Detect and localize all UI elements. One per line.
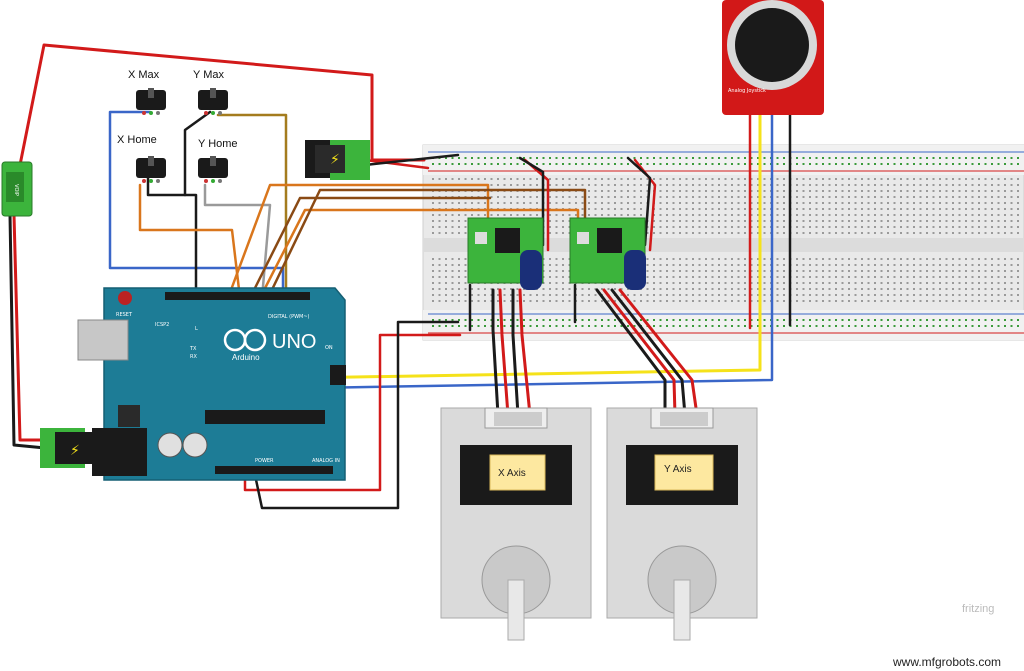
- fritzing-ghost: fritzing: [962, 603, 994, 615]
- label-x-home: X Home: [117, 134, 157, 146]
- bolt-icon: ⚡: [330, 152, 340, 168]
- analog-joystick: Analog Joystick: [722, 0, 824, 115]
- on-label: ON: [325, 345, 333, 351]
- power-label: POWER: [255, 458, 274, 464]
- black-wire-regulator-to-lower-jack: [8, 213, 47, 450]
- stepper-driver-x: [467, 217, 544, 290]
- stepper-driver-y: [569, 217, 646, 290]
- reset-label: RESET: [116, 312, 133, 318]
- switch-y-max: [198, 88, 228, 115]
- black-wire-jack-to-rail: [363, 153, 460, 167]
- watermark-text: www.mfgrobots.com: [892, 655, 1001, 669]
- digital-label: DIGITAL (PWM~): [268, 314, 310, 320]
- switch-y-home: [198, 156, 228, 183]
- olive-wire-y-max: [216, 113, 288, 300]
- motor-x-wire-black-1: [491, 288, 500, 417]
- red-wire-driver-y-vmot: [633, 158, 657, 252]
- rx-label: RX: [190, 354, 197, 360]
- label-y-home: Y Home: [198, 138, 238, 150]
- motor-y-wire-black-1: [595, 288, 667, 417]
- switch-x-max: [136, 88, 166, 115]
- brown-wire-x-dir: [248, 196, 492, 300]
- stepper-motor-y: Y Axis: [606, 407, 758, 641]
- bolt-icon: ⚡: [70, 443, 80, 459]
- orange-wire-x-step: [226, 183, 490, 300]
- arduino-uno: RESET ICSP2 L TX RX ON DIGITAL (PWM~) PO…: [77, 287, 346, 481]
- red-wire-arduino-5v: [243, 333, 462, 492]
- motor-y-wire-black-2: [610, 288, 687, 417]
- red-wire-regulator-to-jack: [18, 43, 426, 167]
- motor-x-wire-black-2: [511, 288, 520, 417]
- black-wire-arduino-gnd: [253, 320, 460, 510]
- motor-y-label: Y Axis: [664, 464, 692, 475]
- red-wire-regulator-to-lower-jack: [12, 213, 47, 442]
- regulator-label: VOIP: [13, 184, 19, 196]
- red-wire-jack-to-rail: [363, 158, 430, 170]
- motor-x-label: X Axis: [498, 468, 526, 479]
- orange-wire-x-home-signal: [138, 183, 242, 300]
- motor-x-wire-red-2: [518, 288, 532, 417]
- black-wire-driver-y-gnd: [626, 156, 652, 247]
- switch-x-home: [136, 156, 166, 183]
- limit-switches: X Max Y Max X Home Y Home: [117, 69, 238, 183]
- voltage-regulator: VOIP: [1, 161, 33, 217]
- arduino-text: Arduino: [232, 353, 260, 362]
- gray-wire-y-home: [203, 183, 272, 300]
- label-x-max: X Max: [128, 69, 160, 81]
- label-y-max: Y Max: [193, 69, 224, 81]
- uno-text: UNO: [272, 331, 316, 353]
- motor-y-wire-red-2: [618, 288, 699, 417]
- analog-label: ANALOG IN: [312, 458, 340, 464]
- black-wire-switch-ground-2: [183, 193, 198, 300]
- l-label: L: [195, 326, 198, 332]
- brown-wire-y-dir: [266, 188, 587, 300]
- blue-wire-x-home: [108, 110, 285, 300]
- joystick-board-label: Analog Joystick: [728, 88, 766, 94]
- motor-y-wire-red-1: [602, 288, 677, 417]
- tx-label: TX: [189, 346, 197, 352]
- icsp-label: ICSP2: [155, 322, 169, 328]
- stepper-motor-x: X Axis: [440, 407, 592, 641]
- arduino-logo: UNO Arduino: [223, 328, 316, 362]
- motor-x-wire-red-1: [498, 288, 510, 417]
- dc-jack-top: ⚡: [305, 140, 370, 180]
- orange-wire-y-step: [258, 208, 580, 300]
